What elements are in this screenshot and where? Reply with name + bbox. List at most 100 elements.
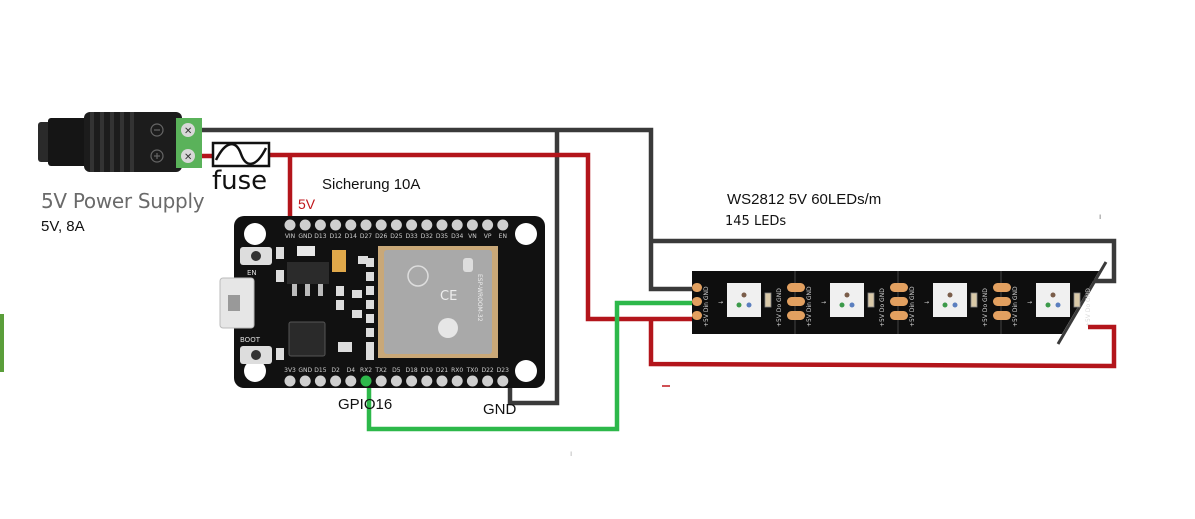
ws2812-led-chip bbox=[1036, 283, 1070, 317]
svg-text:✕: ✕ bbox=[184, 152, 192, 163]
power-supply-label: 5V Power Supply bbox=[41, 189, 205, 213]
pad-labels: +5V Din GND bbox=[703, 286, 710, 327]
smd-capacitor bbox=[764, 292, 772, 308]
out-pad-labels: +5V Do GND bbox=[1085, 288, 1092, 327]
pin-rx2 bbox=[360, 375, 372, 387]
data-arrow-icon: → bbox=[718, 299, 723, 306]
out-pad-labels: +5V Do GND bbox=[776, 288, 783, 327]
out-pad-labels: +5V Do GND bbox=[879, 288, 886, 327]
pad-labels: +5V Din GND bbox=[806, 286, 813, 327]
minus-symbol-icon bbox=[150, 123, 164, 137]
smd-pad bbox=[366, 314, 374, 323]
stray-mark: ı bbox=[1099, 212, 1101, 221]
solder-pad bbox=[890, 297, 908, 306]
boot-button-label: BOOT bbox=[240, 336, 261, 344]
pin-label: VP bbox=[484, 233, 492, 240]
pin-3v3 bbox=[284, 375, 296, 387]
voltage-regulator bbox=[287, 262, 329, 284]
screw-minus bbox=[181, 123, 195, 137]
pin-d19 bbox=[421, 375, 433, 387]
led-count-label: 145 LEDs bbox=[725, 214, 787, 229]
pin-d21 bbox=[436, 375, 448, 387]
pin-d34 bbox=[451, 219, 463, 231]
pin-label: D26 bbox=[375, 233, 387, 240]
pin-d22 bbox=[482, 375, 494, 387]
pin-label: D22 bbox=[481, 367, 493, 374]
pin-label: RX2 bbox=[360, 367, 372, 374]
ws2812-led-chip bbox=[830, 283, 864, 317]
led-segment: +5V Din GND→+5V Do GND bbox=[890, 271, 989, 334]
solder-pad bbox=[692, 283, 702, 292]
pin-label: D13 bbox=[314, 233, 326, 240]
fuse-label: fuse bbox=[212, 166, 268, 196]
jack-grip-ridges bbox=[90, 112, 134, 172]
wires bbox=[202, 127, 1117, 432]
ws2812-led-strip: +5V Din GND→+5V Do GND+5V Din GND→+5V Do… bbox=[692, 261, 1108, 345]
solder-pad bbox=[890, 311, 908, 320]
power-supply-rating: 5V, 8A bbox=[41, 218, 85, 235]
power-jack: ✕ ✕ bbox=[38, 112, 202, 172]
pin-d35 bbox=[436, 219, 448, 231]
pin-gnd bbox=[299, 375, 311, 387]
pin-label: D27 bbox=[360, 233, 372, 240]
pin-vin bbox=[284, 219, 296, 231]
pin-tx0 bbox=[466, 375, 478, 387]
data-wire-gpio16-din bbox=[366, 300, 698, 432]
pin-vn bbox=[466, 219, 478, 231]
pin-d33 bbox=[406, 219, 418, 231]
pin-label: D2 bbox=[331, 367, 340, 374]
pin-d18 bbox=[406, 375, 418, 387]
mount-hole bbox=[515, 360, 537, 382]
module-side-pads bbox=[366, 258, 374, 351]
pin-label: D12 bbox=[329, 233, 341, 240]
smd-pad bbox=[366, 328, 374, 337]
svg-text:✕: ✕ bbox=[184, 126, 192, 137]
fuse-symbol-icon bbox=[211, 141, 271, 168]
power-wire-strip-input bbox=[269, 152, 698, 322]
pin-label: GND bbox=[298, 367, 312, 374]
pin-d32 bbox=[421, 219, 433, 231]
pin-label: D25 bbox=[390, 233, 402, 240]
solder-pad bbox=[692, 297, 702, 306]
pin-d13 bbox=[314, 219, 326, 231]
edge-green-bar bbox=[0, 314, 4, 372]
power-wire-strip-end bbox=[648, 319, 1117, 369]
strip-cut-line bbox=[1056, 261, 1108, 345]
led-segment: +5V Din GND→+5V Do GND bbox=[993, 271, 1092, 334]
data-arrow-icon: → bbox=[1027, 299, 1032, 306]
smd-pad bbox=[366, 286, 374, 295]
plus-symbol-icon bbox=[150, 149, 164, 163]
ce-mark-icon: CE bbox=[440, 289, 457, 304]
pin-label: D33 bbox=[405, 233, 417, 240]
pin-d26 bbox=[375, 219, 387, 231]
gpio16-label: GPIO16 bbox=[338, 396, 393, 413]
smd-capacitor bbox=[970, 292, 978, 308]
pin-label: D34 bbox=[451, 233, 463, 240]
gnd-wire-strip-end bbox=[651, 238, 1117, 284]
pin-label: RX0 bbox=[451, 367, 463, 374]
pin-label: D15 bbox=[314, 367, 326, 374]
stray-mark: ı bbox=[570, 449, 572, 458]
pin-label: D35 bbox=[436, 233, 448, 240]
pin-gnd bbox=[299, 219, 311, 231]
pin-label: D18 bbox=[405, 367, 417, 374]
pin-label: TX2 bbox=[374, 367, 387, 374]
mount-hole bbox=[244, 360, 266, 382]
solder-pad bbox=[993, 283, 1011, 292]
pin-tx2 bbox=[375, 375, 387, 387]
antenna-icon bbox=[463, 258, 473, 272]
mount-hole bbox=[515, 223, 537, 245]
smd-capacitor bbox=[1073, 292, 1081, 308]
solder-pad bbox=[890, 283, 908, 292]
esp-wroom-32-module bbox=[384, 250, 492, 354]
ws2812-led-chip bbox=[727, 283, 761, 317]
pin-d5 bbox=[390, 375, 402, 387]
solder-pad bbox=[787, 297, 805, 306]
pin-d15 bbox=[314, 375, 326, 387]
pin-label: D4 bbox=[347, 367, 356, 374]
pin-label: TX0 bbox=[466, 367, 479, 374]
capacitor bbox=[332, 250, 346, 272]
